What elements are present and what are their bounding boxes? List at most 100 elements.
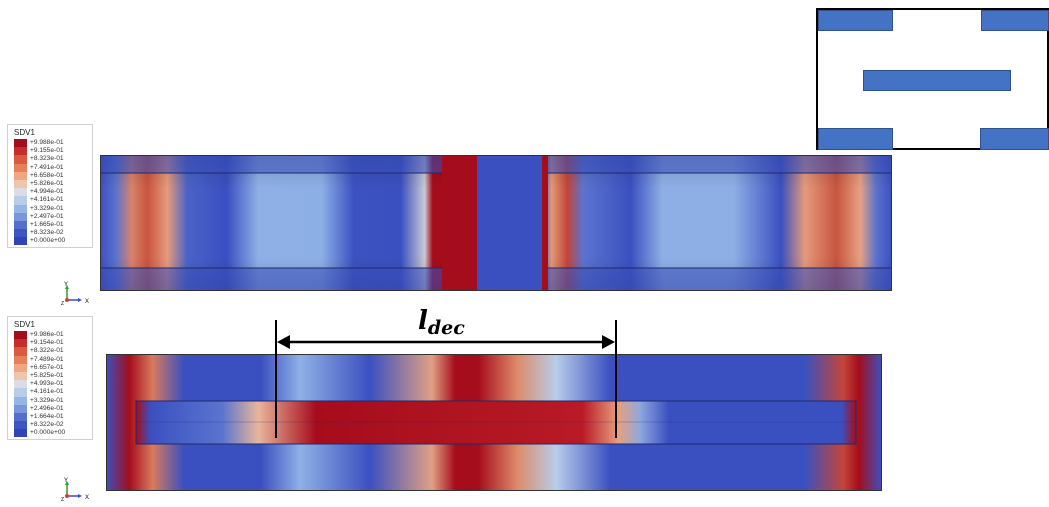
- dimension-annotation: [275, 320, 617, 438]
- legend-value: +6.658e-01: [30, 171, 64, 179]
- axis-triad-icon: Y Z X: [61, 478, 89, 503]
- legend-entry: +7.489e-01: [12, 355, 88, 364]
- legend-value: +9.154e-01: [30, 339, 64, 347]
- axis-y-label: Y: [64, 282, 68, 288]
- legend-value: +8.322e-02: [30, 421, 64, 429]
- legend-entry: +9.986e-01: [12, 331, 88, 340]
- legend-swatch: [14, 196, 27, 205]
- legend-value: +5.826e-01: [30, 180, 64, 188]
- legend-value: +2.497e-01: [30, 212, 64, 220]
- schematic-bar-middle: [863, 70, 1011, 91]
- legend-entry: +5.826e-01: [12, 179, 88, 189]
- legend-swatch: [14, 147, 27, 156]
- legend-value: +5.825e-01: [30, 372, 64, 380]
- legend-swatch: [14, 388, 27, 397]
- legend-value: +7.489e-01: [30, 355, 64, 363]
- contour-plot-top: [100, 155, 892, 291]
- legend-value: +4.993e-01: [30, 380, 64, 388]
- legend-value: +0.000e+00: [30, 237, 66, 245]
- dimension-label-subscript: dec: [427, 317, 465, 339]
- legend-entry: +6.657e-01: [12, 363, 88, 372]
- legend-swatch: [14, 331, 27, 340]
- legend-entry: +4.993e-01: [12, 380, 88, 389]
- legend-swatch: [14, 229, 27, 238]
- axis-x-label: X: [85, 495, 89, 501]
- legend-entry: +1.665e-01: [12, 220, 88, 230]
- legend-swatch: [14, 179, 27, 189]
- legend-rows: +9.986e-01+9.154e-01+8.322e-01+7.489e-01…: [12, 331, 88, 438]
- legend-entry: +8.323e-02: [12, 229, 88, 238]
- legend-entry: +4.161e-01: [12, 388, 88, 397]
- schematic-bar-bottom-left: [818, 128, 893, 150]
- legend-value: +4.161e-01: [30, 388, 64, 396]
- legend-swatch: [14, 363, 27, 372]
- legend-value: +2.496e-01: [30, 404, 64, 412]
- legend-entry: +6.658e-01: [12, 171, 88, 180]
- legend-entry: +3.329e-01: [12, 396, 88, 405]
- contour-plot-bottom: [106, 354, 882, 491]
- legend-entry: +4.994e-01: [12, 188, 88, 197]
- legend-swatch: [14, 339, 27, 348]
- legend-value: +6.657e-01: [30, 363, 64, 371]
- legend-swatch: [14, 155, 27, 164]
- axis-triad-top: Y Z X: [60, 280, 94, 307]
- legend-entry: +0.000e+00: [12, 429, 88, 438]
- dimension-label-base: l: [418, 306, 428, 336]
- legend-entry: +2.497e-01: [12, 212, 88, 221]
- arrow-right-icon: [602, 335, 615, 349]
- legend-entry: +8.323e-01: [12, 155, 88, 164]
- legend-entry: +9.988e-01: [12, 139, 88, 148]
- decay-length-label: ldec: [418, 306, 465, 339]
- legend-entry: +8.322e-01: [12, 347, 88, 356]
- arrow-left-icon: [277, 335, 290, 349]
- legend-swatch: [14, 237, 27, 246]
- legend-entry: +7.491e-01: [12, 163, 88, 172]
- legend-entry: +0.000e+00: [12, 237, 88, 246]
- axis-z-label: Z: [61, 301, 64, 306]
- legend-swatch: [14, 347, 27, 356]
- legend-rows: +9.988e-01+9.155e-01+8.323e-01+7.491e-01…: [12, 139, 88, 246]
- axis-x-label: X: [85, 299, 89, 305]
- legend-swatch: [14, 220, 27, 230]
- legend-value: +9.155e-01: [30, 147, 64, 155]
- legend-swatch: [14, 212, 27, 221]
- legend-swatch: [14, 139, 27, 148]
- legend-title: SDV1: [14, 128, 35, 137]
- legend-value: +9.988e-01: [30, 139, 64, 147]
- legend-entry: +5.825e-01: [12, 371, 88, 381]
- legend-swatch: [14, 412, 27, 422]
- contour-legend-bottom: SDV1 +9.986e-01+9.154e-01+8.322e-01+7.48…: [7, 316, 93, 441]
- inset-schematic: [816, 8, 1049, 150]
- legend-value: +8.322e-01: [30, 347, 64, 355]
- legend-swatch: [14, 163, 27, 172]
- legend-entry: +9.154e-01: [12, 339, 88, 348]
- legend-swatch: [14, 404, 27, 413]
- legend-title: SDV1: [14, 320, 35, 329]
- axis-triad-bottom: Y Z X: [60, 476, 94, 503]
- legend-entry: +3.329e-01: [12, 204, 88, 213]
- axis-z-label: Z: [61, 497, 64, 502]
- legend-value: +4.161e-01: [30, 196, 64, 204]
- legend-value: +8.323e-01: [30, 155, 64, 163]
- legend-value: +3.329e-01: [30, 396, 64, 404]
- legend-value: +4.994e-01: [30, 188, 64, 196]
- schematic-bar-bottom-right: [980, 128, 1049, 150]
- legend-swatch: [14, 429, 27, 438]
- legend-swatch: [14, 355, 27, 364]
- legend-swatch: [14, 371, 27, 381]
- legend-value: +1.665e-01: [30, 220, 64, 228]
- contour-legend-top: SDV1 +9.988e-01+9.155e-01+8.323e-01+7.49…: [7, 124, 93, 249]
- legend-swatch: [14, 421, 27, 430]
- legend-value: +8.323e-02: [30, 229, 64, 237]
- axis-triad-icon: Y Z X: [61, 282, 89, 307]
- legend-entry: +8.322e-02: [12, 421, 88, 430]
- legend-entry: +4.161e-01: [12, 196, 88, 205]
- legend-swatch: [14, 171, 27, 180]
- legend-entry: +2.496e-01: [12, 404, 88, 413]
- legend-swatch: [14, 396, 27, 405]
- legend-value: +7.491e-01: [30, 163, 64, 171]
- legend-value: +1.664e-01: [30, 412, 64, 420]
- legend-value: +9.986e-01: [30, 331, 64, 339]
- legend-entry: +9.155e-01: [12, 147, 88, 156]
- legend-value: +3.329e-01: [30, 204, 64, 212]
